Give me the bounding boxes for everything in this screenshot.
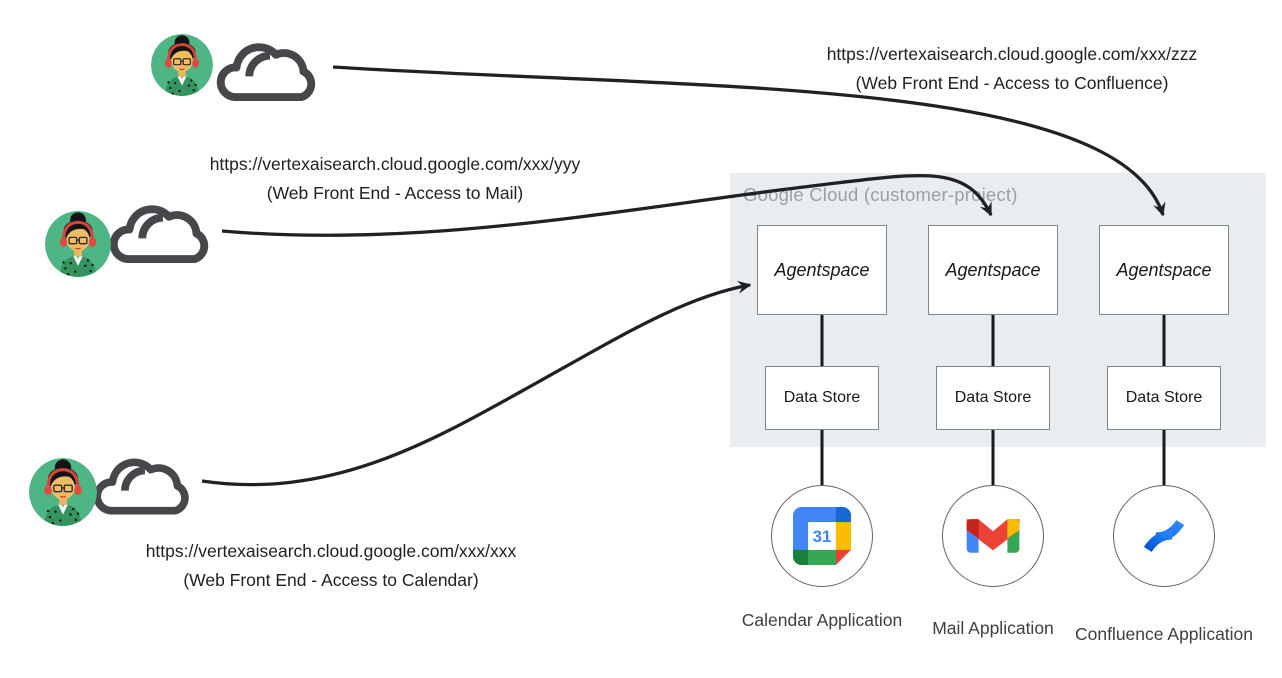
google-cloud-label: Google Cloud (customer-project): [743, 184, 1018, 205]
data-store-label: Data Store: [1125, 389, 1203, 406]
confluence-app-circle: [1113, 485, 1215, 587]
flow-label-mail: https://vertexaisearch.cloud.google.com/…: [155, 152, 635, 205]
data-store-box-confluence: Data Store: [1107, 366, 1221, 430]
google-calendar-icon: 31: [793, 507, 851, 565]
agentspace-label: Agentspace: [774, 259, 870, 280]
flow-caption: (Web Front End - Access to Calendar): [183, 570, 479, 590]
calendar-app-circle: 31: [771, 485, 873, 587]
flow-caption: (Web Front End - Access to Confluence): [855, 73, 1169, 93]
data-store-box-calendar: Data Store: [765, 366, 879, 430]
female-user-avatar-icon: [45, 211, 111, 277]
flow-url: https://vertexaisearch.cloud.google.com/…: [145, 541, 517, 561]
agentspace-box-mail: Agentspace: [928, 225, 1058, 315]
agentspace-label: Agentspace: [945, 259, 1041, 280]
flow-label-confluence: https://vertexaisearch.cloud.google.com/…: [772, 42, 1252, 95]
cloud-icon: [109, 205, 209, 263]
agentspace-box-confluence: Agentspace: [1099, 225, 1229, 315]
confluence-icon: [1143, 520, 1185, 552]
cloud-icon: [93, 458, 189, 515]
agentspace-label: Agentspace: [1116, 259, 1212, 280]
cloud-icon: [216, 43, 316, 101]
calendar-day-text: 31: [813, 527, 832, 546]
mail-app-circle: [942, 485, 1044, 587]
flow-url: https://vertexaisearch.cloud.google.com/…: [209, 154, 581, 174]
app-label-calendar: Calendar Application: [741, 610, 903, 630]
arrow-calendar-flow: [201, 280, 752, 487]
data-store-label: Data Store: [783, 389, 861, 406]
flow-caption: (Web Front End - Access to Mail): [266, 183, 524, 203]
data-store-box-mail: Data Store: [936, 366, 1050, 430]
app-label-mail: Mail Application: [932, 618, 1054, 638]
data-store-label: Data Store: [954, 389, 1032, 406]
agentspace-box-calendar: Agentspace: [757, 225, 887, 315]
flow-label-calendar: https://vertexaisearch.cloud.google.com/…: [91, 539, 571, 592]
gmail-icon: [966, 519, 1020, 553]
female-user-avatar-icon: [29, 458, 97, 526]
flow-url: https://vertexaisearch.cloud.google.com/…: [826, 44, 1198, 64]
female-user-avatar-icon: [151, 34, 213, 96]
app-label-confluence: Confluence Application: [1074, 624, 1254, 644]
